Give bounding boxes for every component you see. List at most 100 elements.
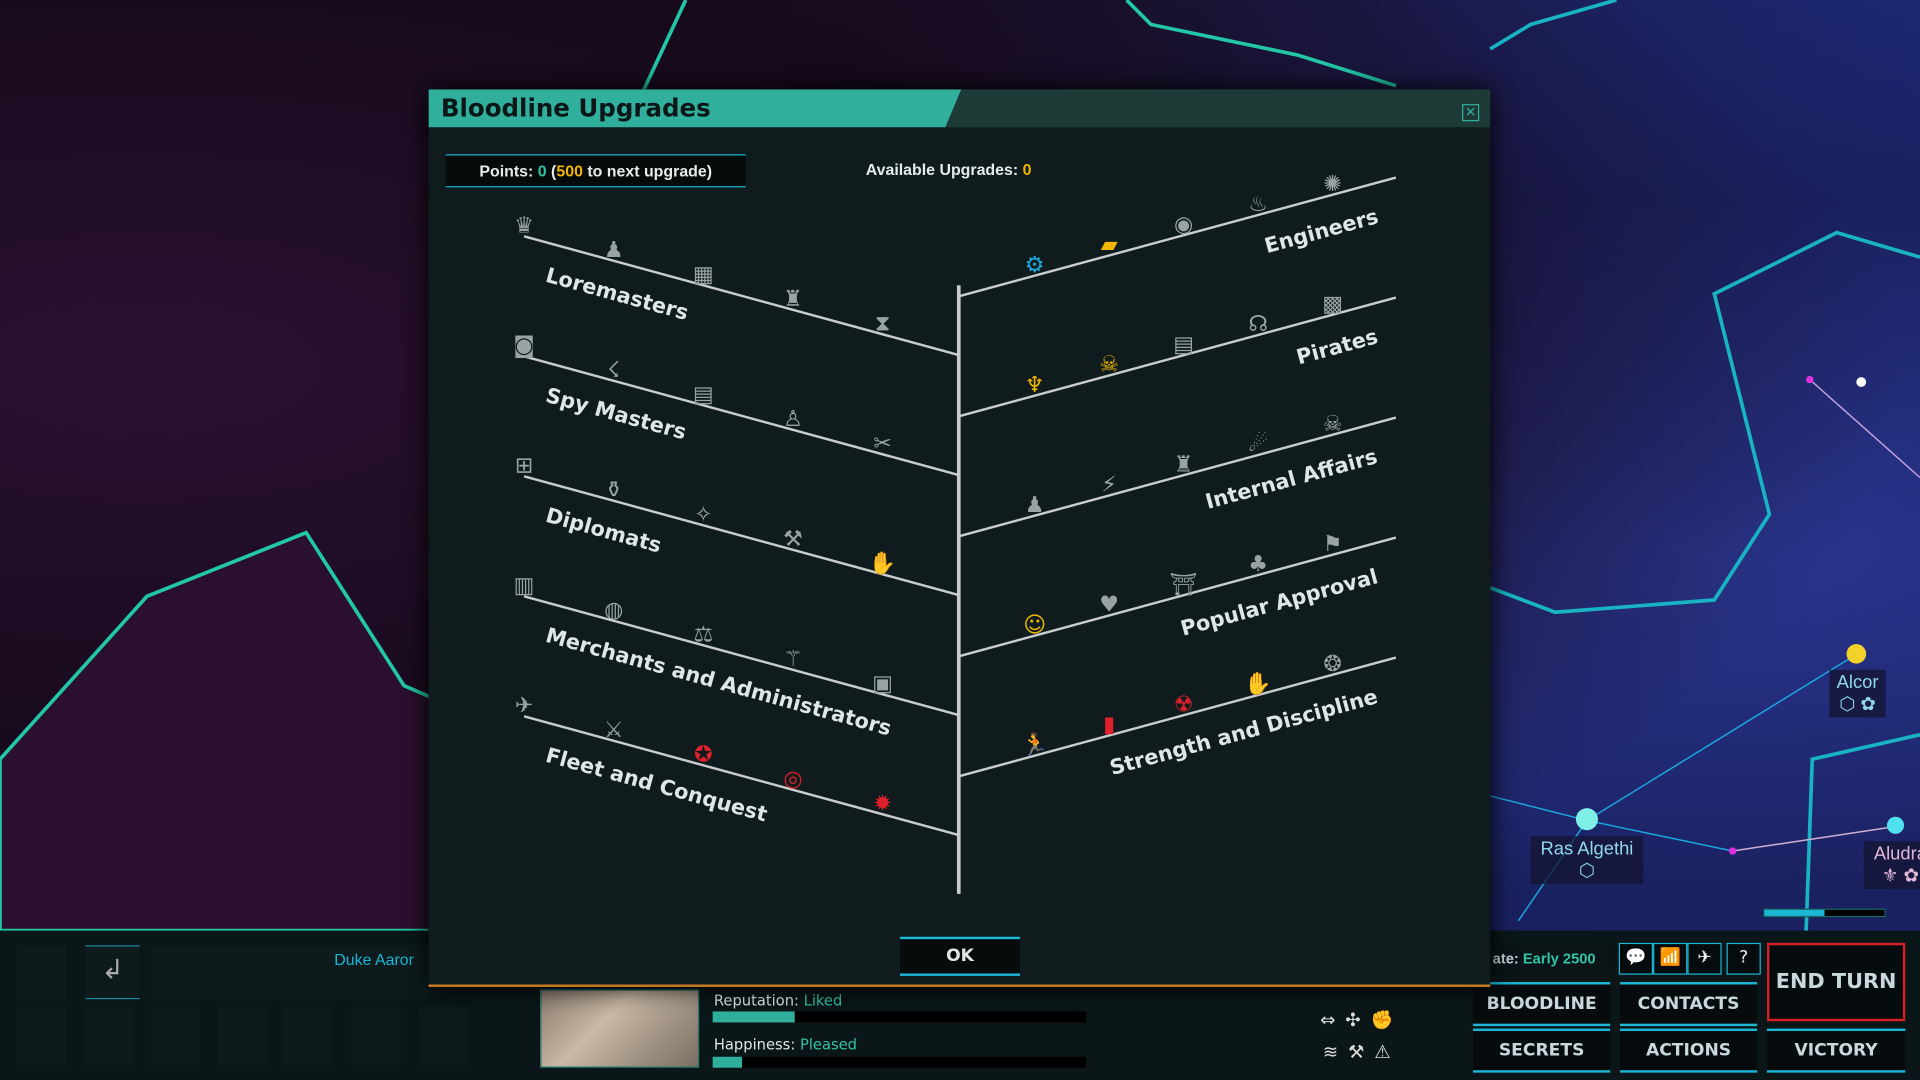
- upgrade-icon[interactable]: ♟: [604, 238, 624, 263]
- upgrade-icon[interactable]: ◎: [783, 767, 802, 792]
- upgrade-icon[interactable]: ⚑: [1323, 532, 1343, 557]
- upgrade-icon[interactable]: ▣: [872, 672, 893, 697]
- contacts-button[interactable]: CONTACTS: [1620, 982, 1758, 1027]
- upgrade-icon[interactable]: ☇: [607, 358, 620, 383]
- upgrade-icon[interactable]: 🏃: [1021, 732, 1048, 758]
- upgrade-icon[interactable]: ♣: [1248, 552, 1268, 577]
- territory-border: [1489, 0, 1617, 51]
- fleet-progress-bar: [1763, 908, 1886, 918]
- chat-plus-icon: 💬: [1625, 947, 1647, 968]
- upgrade-icon[interactable]: ▮: [1103, 713, 1115, 738]
- upgrade-icon[interactable]: ▤: [693, 383, 714, 408]
- upgrade-icon[interactable]: ♜: [783, 287, 803, 312]
- upgrade-icon[interactable]: ◙: [513, 334, 534, 359]
- upgrade-icon[interactable]: ⚔: [604, 718, 624, 743]
- upgrade-icon[interactable]: ♥: [1099, 593, 1119, 618]
- close-button[interactable]: ✕: [1462, 104, 1480, 122]
- upgrade-icon[interactable]: ♙: [783, 407, 803, 432]
- upgrade-icon[interactable]: ♜: [1174, 452, 1194, 477]
- upgrade-icon[interactable]: ◉: [1174, 212, 1193, 237]
- upgrade-icon[interactable]: ▰: [1101, 233, 1118, 258]
- happiness-value: Pleased: [799, 1035, 857, 1054]
- upgrade-icon[interactable]: ⚚: [783, 647, 803, 672]
- star-unnamed: [1856, 377, 1867, 387]
- upgrade-icon[interactable]: ◍: [604, 598, 623, 623]
- empty-slot: [17, 945, 67, 1000]
- branch-merchants-and-administrators: ▥ ◍ ⚖ ⚚ ▣: [514, 574, 960, 717]
- star-ras-algethi[interactable]: [1575, 808, 1598, 831]
- ruler-portrait[interactable]: [540, 989, 700, 1068]
- star-unnamed[interactable]: [1806, 375, 1814, 384]
- branch-internal-affairs: ♟ ⚡ ♜ ☄ ☠: [958, 412, 1397, 538]
- secrets-button[interactable]: SECRETS: [1473, 1028, 1611, 1073]
- upgrade-icon[interactable]: ✂: [873, 432, 891, 457]
- next-upgrade-cost: 500: [556, 161, 583, 181]
- upgrade-icon[interactable]: ⚖: [693, 623, 713, 648]
- empty-slot: [284, 1006, 334, 1066]
- upgrade-icon[interactable]: ⛩: [1170, 572, 1198, 597]
- back-arrow-button[interactable]: ↲: [85, 945, 140, 1000]
- branch-diplomats: ⊞ ⚱ ✧ ⚒ ✋: [515, 454, 960, 597]
- upgrade-icon[interactable]: ▩: [1322, 292, 1343, 317]
- empty-slot: [351, 1006, 401, 1066]
- upgrade-icon[interactable]: ☄: [1248, 431, 1268, 457]
- star-unnamed[interactable]: [1728, 847, 1737, 855]
- star-name: Aludra: [1873, 843, 1920, 865]
- upgrade-icon[interactable]: ✧: [694, 503, 712, 528]
- upgrade-icon[interactable]: ✺: [1323, 172, 1341, 197]
- upgrade-icon[interactable]: ✹: [873, 792, 891, 817]
- star-label-ras-algethi[interactable]: Ras Algethi⬡: [1530, 836, 1644, 885]
- happiness-bar: [712, 1056, 1087, 1068]
- upgrade-icon[interactable]: ⚱: [604, 478, 622, 503]
- upgrade-icon[interactable]: ☺: [1023, 613, 1046, 638]
- branch-engineers: ⚙ ▰ ◉ ♨ ✺: [958, 172, 1397, 298]
- upgrade-icon[interactable]: ♆: [1025, 373, 1045, 398]
- upgrade-icon[interactable]: ♟: [1025, 493, 1045, 518]
- upgrade-icon[interactable]: ⚡: [1101, 473, 1116, 498]
- star-name: Ras Algethi: [1540, 838, 1634, 860]
- ok-button[interactable]: OK: [900, 936, 1021, 976]
- paper-plane-icon: ✈: [1697, 947, 1712, 968]
- available-upgrades: Available Upgrades: 0: [865, 160, 1032, 179]
- upgrade-icon[interactable]: ▥: [514, 574, 535, 599]
- actions-button[interactable]: ACTIONS: [1620, 1028, 1758, 1073]
- end-turn-button[interactable]: END TURN: [1766, 942, 1906, 1022]
- date-value: Early 2500: [1522, 950, 1596, 968]
- upgrade-icon[interactable]: ✈: [515, 694, 533, 719]
- available-upgrades-value: 0: [1022, 160, 1032, 179]
- star-aludra[interactable]: [1886, 816, 1905, 834]
- empty-slot: [17, 1006, 67, 1066]
- stats-button[interactable]: 📶: [1653, 942, 1688, 975]
- upgrade-icon[interactable]: ⧗: [875, 312, 890, 337]
- upgrade-icon[interactable]: ✋: [869, 551, 896, 577]
- star-label-alcor[interactable]: Alcor⬡ ✿: [1829, 669, 1886, 718]
- star-label-aludra[interactable]: Aludra⚜ ✿: [1863, 841, 1920, 889]
- upgrade-icon[interactable]: ☢: [1174, 692, 1194, 717]
- ship-action-icons[interactable]: ⇔✣✊≋⚒⚠: [1320, 1008, 1404, 1063]
- messages-button[interactable]: ✈: [1687, 942, 1722, 975]
- star-alcor[interactable]: [1846, 644, 1867, 664]
- upgrade-icon[interactable]: ☠: [1323, 412, 1343, 437]
- upgrade-icon[interactable]: ▦: [693, 263, 714, 288]
- bloodline-button[interactable]: BLOODLINE: [1473, 982, 1611, 1027]
- ruler-name[interactable]: Duke Aaror: [334, 950, 414, 969]
- branch-line: [523, 475, 960, 597]
- upgrade-icon[interactable]: ⚙: [1025, 253, 1045, 278]
- upgrade-icon[interactable]: ▤: [1173, 332, 1194, 357]
- return-arrow-icon: ↲: [101, 955, 124, 986]
- victory-button[interactable]: VICTORY: [1766, 1028, 1906, 1073]
- diplomacy-chat-button[interactable]: 💬: [1618, 942, 1654, 975]
- upgrade-icon[interactable]: ❂: [1323, 652, 1341, 677]
- upgrade-icon[interactable]: ✪: [694, 743, 712, 768]
- upgrade-icon[interactable]: ♛: [514, 214, 534, 239]
- upgrade-icon[interactable]: ♨: [1248, 192, 1268, 217]
- help-button[interactable]: ?: [1726, 942, 1761, 975]
- upgrade-icon[interactable]: ⚒: [783, 527, 803, 552]
- territory-border: [1489, 230, 1920, 615]
- upgrade-icon[interactable]: ⊞: [515, 454, 533, 479]
- upgrade-icon[interactable]: ✋: [1244, 671, 1271, 697]
- upgrade-icon[interactable]: ☊: [1248, 312, 1268, 337]
- upgrade-icon[interactable]: ☠: [1099, 353, 1119, 378]
- branch-loremasters: ♛ ♟ ▦ ♜ ⧗: [514, 214, 960, 357]
